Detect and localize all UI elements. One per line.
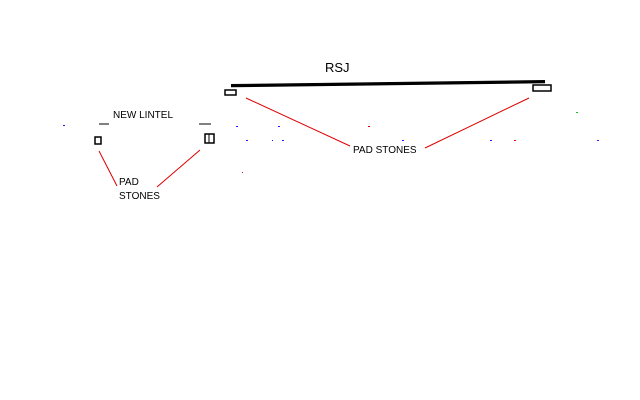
lintel-pad-stone-left [94, 136, 102, 145]
rsj-pad-stone-left [224, 89, 237, 96]
pad-stones-left-line1: PAD [119, 177, 139, 188]
leader-line-left-b [156, 149, 201, 188]
rsj-pad-stone-right [532, 84, 552, 92]
pad-stones-right-label: PAD STONES [353, 145, 417, 156]
new-lintel-label: NEW LINTEL [113, 110, 174, 121]
lintel-pad-stone-right [204, 133, 215, 144]
rsj-beam [230, 80, 546, 88]
rsj-label: RSJ [325, 60, 350, 75]
leader-lines [98, 97, 530, 188]
stray-marks [63, 112, 599, 173]
leader-line-right-a [245, 97, 351, 147]
leader-line-left-a [98, 150, 118, 187]
pad-stones-left-line2: STONES [119, 191, 160, 202]
pad-stones-left-label: PAD STONES [119, 176, 160, 204]
leader-line-right-b [424, 97, 530, 149]
